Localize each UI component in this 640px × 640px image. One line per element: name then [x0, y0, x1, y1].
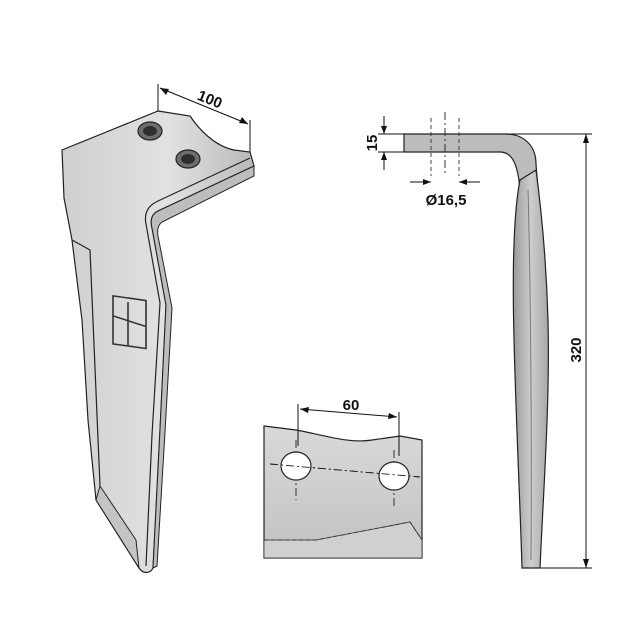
tine-edge-line [145, 302, 161, 567]
tine-side-view: 15 Ø16,5 320 [364, 112, 592, 569]
mounting-plate-detail: 60 [263, 397, 423, 559]
dimension-thickness-label: 15 [364, 135, 381, 152]
dimension-hole-spacing: 60 [297, 397, 400, 456]
dimension-hole-diameter-label: Ø16,5 [426, 192, 467, 209]
mounting-plate-hidden-edge [264, 521, 423, 541]
plate-hole-left [280, 451, 312, 481]
square-logo-icon [112, 294, 147, 350]
mounting-hole-lower-inner [181, 154, 195, 164]
tine-back-edge [71, 239, 101, 487]
mounting-hole-upper-inner [143, 126, 157, 136]
tine-tip-facet [95, 484, 140, 569]
tine-perspective-view: 100 [61, 84, 255, 574]
tine-bend-line [144, 157, 251, 304]
dimension-hole-spacing-label: 60 [343, 397, 360, 414]
dimension-height: 320 [506, 133, 592, 569]
dimension-hole-diameter: Ø16,5 [410, 179, 480, 209]
dimension-thickness: 15 [364, 116, 404, 170]
dimension-width-top-label: 100 [195, 87, 225, 112]
side-view-blade-ridge [527, 189, 532, 561]
dimension-height-label: 320 [568, 337, 585, 362]
tine-front-bevel [150, 165, 255, 569]
